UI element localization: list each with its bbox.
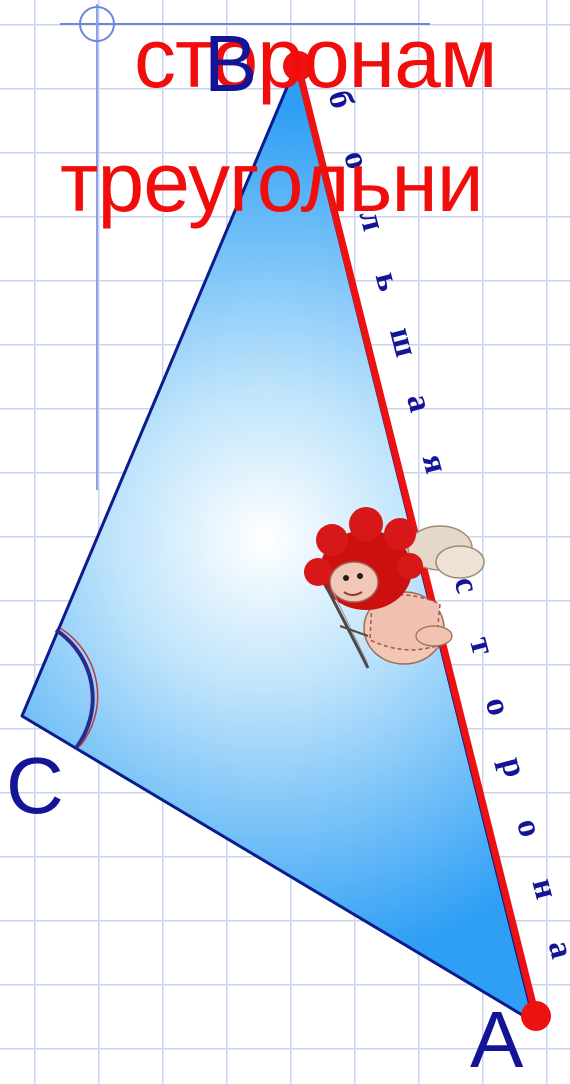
vertex-label-a: A	[470, 995, 524, 1084]
side-label-letter: о	[509, 815, 549, 841]
title-line-2: треугольни	[60, 135, 484, 229]
side-label-letter: а	[541, 936, 570, 962]
vertex-label-c: C	[6, 741, 64, 830]
side-label-letter: р	[493, 753, 534, 781]
notebook-margin	[60, 4, 430, 490]
vertex-a-dot	[521, 1001, 551, 1031]
vertex-label-b: B	[204, 19, 258, 108]
title-line-1: сторонам	[134, 11, 498, 105]
side-label-letter: а	[399, 390, 439, 416]
side-label-letter: т	[462, 633, 502, 659]
side-label-letter: ш	[382, 324, 425, 361]
side-label-letter: о	[478, 694, 518, 720]
angle-arc-c	[54, 628, 95, 750]
side-label-letter: н	[525, 874, 566, 902]
cupid-illustration	[304, 507, 485, 669]
side-label-letter: я	[415, 450, 455, 477]
side-label-letter: ь	[368, 268, 408, 295]
vertex-b-dot	[283, 51, 313, 81]
